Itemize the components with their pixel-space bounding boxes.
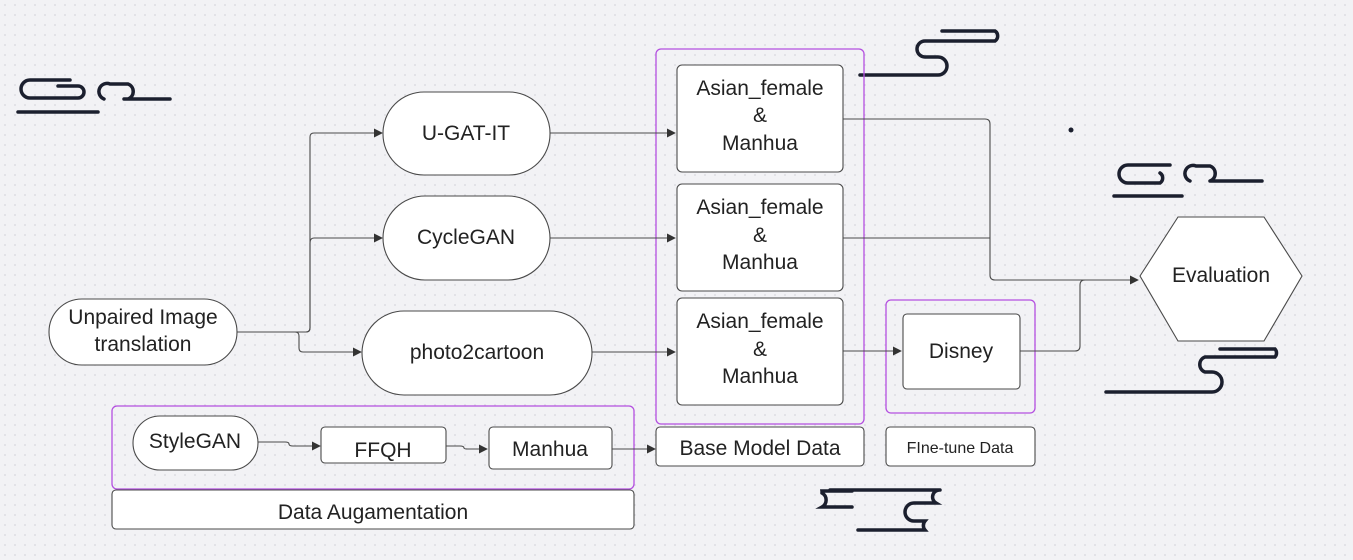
cloud-swirl-right <box>1112 163 1264 198</box>
ugatit-node[interactable] <box>382 91 551 176</box>
cloud-swirl-left <box>16 78 172 114</box>
finetune-data-label-box <box>885 426 1036 467</box>
finetune-group <box>885 299 1036 414</box>
data-augmentation-label: Data Augamentation <box>278 501 468 524</box>
ffqh-node[interactable] <box>320 426 447 464</box>
edge-asian1-evaluation <box>843 118 1139 285</box>
evaluation-node[interactable] <box>1139 216 1303 342</box>
edge-stylegan-ffqh <box>258 441 321 451</box>
edge-unpaired-photo2cartoon <box>237 331 362 357</box>
asian3-label-line1: Asian_female <box>696 310 823 333</box>
cloud-swirl-bottom <box>815 488 943 532</box>
asian3-label-line2: & <box>753 338 767 361</box>
disney-label: Disney <box>929 340 994 363</box>
asian1-label-line3: Manhua <box>722 132 798 155</box>
asian2-label-line1: Asian_female <box>696 196 823 219</box>
stylegan-label: StyleGAN <box>149 430 241 453</box>
nodes <box>48 64 1303 530</box>
finetune-data-label: FIne-tune Data <box>907 440 1014 457</box>
data-augmentation-label-box <box>111 489 635 530</box>
manhua-label: Manhua <box>512 438 588 461</box>
disney-node[interactable] <box>902 313 1021 390</box>
cyclegan-node[interactable] <box>382 195 551 281</box>
edge-ffqh-manhua <box>446 444 488 454</box>
base-model-data-label: Base Model Data <box>679 437 840 460</box>
base-model-group <box>655 48 865 425</box>
asian1-label-line1: Asian_female <box>696 77 823 100</box>
connectors <box>237 118 1139 454</box>
node-labels: Unpaired Image translation U-GAT-IT Cycl… <box>68 77 1270 524</box>
unpaired-label-line2: translation <box>95 333 192 356</box>
base-model-data-label-box <box>655 426 865 467</box>
evaluation-label: Evaluation <box>1172 264 1270 287</box>
asian3-label-line3: Manhua <box>722 365 798 388</box>
decor-dot <box>1068 127 1074 133</box>
asian3-node[interactable] <box>676 297 844 406</box>
photo2cartoon-node[interactable] <box>361 310 593 396</box>
asian2-node[interactable] <box>676 183 844 292</box>
asian2-label-line3: Manhua <box>722 251 798 274</box>
unpaired-label-line1: Unpaired Image <box>68 306 217 329</box>
group-boxes <box>111 48 1036 490</box>
cloud-swirl-lower-right <box>1104 347 1279 394</box>
asian1-label-line2: & <box>753 104 767 127</box>
augmentation-group <box>111 405 635 490</box>
asian1-node[interactable] <box>676 64 844 173</box>
decor-swirls <box>16 29 1279 532</box>
unpaired-node[interactable] <box>48 298 238 366</box>
manhua-node[interactable] <box>488 426 613 470</box>
photo2cartoon-label: photo2cartoon <box>410 341 544 364</box>
edge-unpaired-cyclegan <box>305 233 383 333</box>
ffqh-label: FFQH <box>354 439 411 462</box>
cloud-swirl-top <box>858 29 1000 77</box>
edge-disney-evaluation <box>1020 279 1086 352</box>
ugatit-label: U-GAT-IT <box>422 122 510 145</box>
stylegan-node[interactable] <box>132 415 259 471</box>
cyclegan-label: CycleGAN <box>417 226 515 249</box>
asian2-label-line2: & <box>753 224 767 247</box>
